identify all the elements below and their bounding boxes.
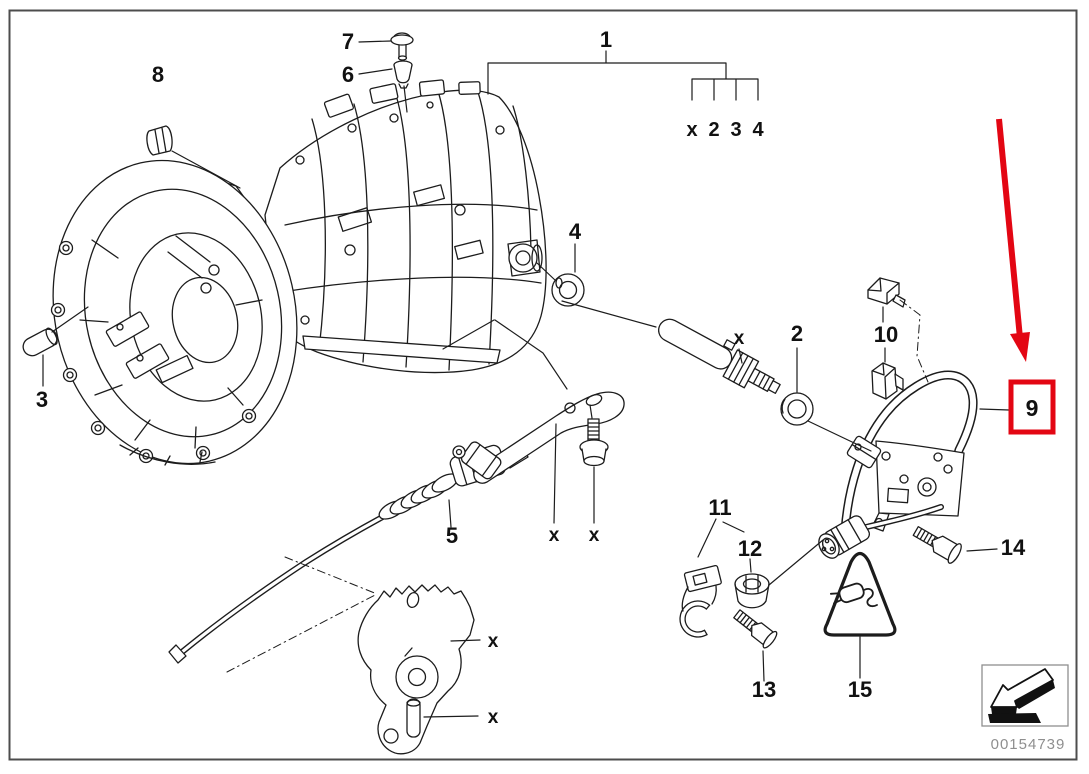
part-selector-shaft — [658, 318, 781, 394]
callout-6[interactable]: 6 — [342, 62, 354, 87]
callout-5[interactable]: 5 — [446, 523, 458, 548]
x-mark-lever: x — [549, 525, 560, 546]
group-item-x[interactable]: x — [686, 119, 697, 141]
part-9-harness-assembly — [818, 370, 978, 559]
x-mark-shaft: x — [734, 328, 745, 349]
callout-15[interactable]: 15 — [848, 677, 872, 702]
image-number: 00154739 — [991, 736, 1066, 753]
part-7-screw — [390, 32, 414, 61]
footer-block: 00154739 — [981, 664, 1069, 753]
part-selector-lever — [452, 391, 625, 484]
part-lever-screw — [579, 418, 609, 467]
part-10-clips — [867, 277, 906, 400]
part-parking-pawl — [357, 584, 475, 755]
part-pawl-pin — [406, 698, 421, 738]
direction-arrow-icon — [988, 668, 1055, 723]
callout-14[interactable]: 14 — [1001, 535, 1026, 560]
callout-11[interactable]: 11 — [708, 495, 731, 520]
callout-12[interactable]: 12 — [738, 536, 762, 561]
callout-labels: 8 7 6 1 x 2 3 4 4 3 5 x x x 2 10 11 12 1… — [36, 27, 1026, 728]
leader-lines — [42, 40, 1010, 718]
callout-10[interactable]: 10 — [874, 322, 898, 347]
callout-13[interactable]: 13 — [752, 677, 776, 702]
highlight-box — [1008, 379, 1056, 435]
callout-7[interactable]: 7 — [342, 29, 354, 54]
reference-dash-lines — [226, 299, 929, 673]
group-item-4[interactable]: 4 — [752, 119, 764, 141]
highlight-arrow-shaft — [996, 118, 1023, 339]
part-6-plug — [393, 60, 413, 89]
callout-9-highlighted[interactable]: 9 — [1026, 395, 1039, 421]
callout-3[interactable]: 3 — [36, 387, 48, 412]
callout-1[interactable]: 1 — [600, 27, 612, 52]
x-mark-pin: x — [488, 707, 499, 728]
part-2-seal-ring — [780, 392, 814, 426]
electrical-plug-icon — [829, 582, 878, 608]
x-mark-pawl: x — [488, 631, 499, 652]
x-mark-screw: x — [589, 525, 600, 546]
part-15-warning-triangle — [823, 551, 897, 637]
transmission-case — [264, 79, 547, 374]
part-12-cap — [734, 573, 770, 609]
part-13-bolt — [733, 609, 778, 649]
part-14-bolt — [912, 526, 962, 564]
part-3-dowel-pin — [22, 327, 58, 357]
part-8-plug — [146, 125, 173, 156]
part-11-clamp-bracket — [679, 564, 722, 638]
callout-4[interactable]: 4 — [569, 219, 582, 244]
highlight-annotation: 9 — [996, 118, 1056, 435]
callout-2[interactable]: 2 — [791, 321, 803, 346]
group-item-2[interactable]: 2 — [708, 119, 719, 141]
callout-8[interactable]: 8 — [152, 62, 164, 87]
part-4-grommet — [551, 273, 585, 307]
diagram-line-art — [22, 32, 1010, 755]
group-item-3[interactable]: 3 — [730, 119, 741, 141]
highlight-arrow-head — [1010, 332, 1030, 362]
bell-housing — [50, 159, 298, 466]
